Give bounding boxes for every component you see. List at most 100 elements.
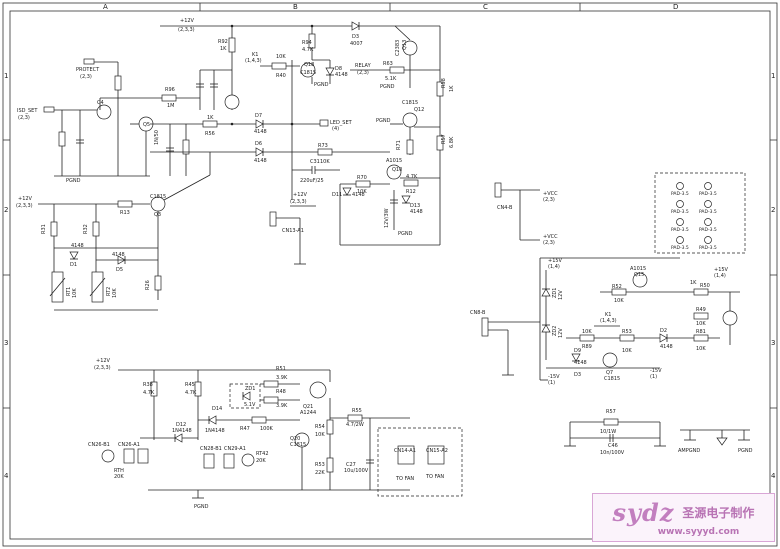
label-q10b: Q10: [392, 167, 402, 173]
value-q20: C1815: [290, 442, 306, 448]
ground-network: R57 10/1W C46 10n/100V AMPGND PGND: [564, 409, 753, 456]
label-rt42: RT42: [256, 451, 269, 457]
pad-label-5: PAD-3.5: [671, 227, 689, 233]
label-zd1: ZD1: [245, 386, 255, 392]
label-r38: R38: [143, 382, 153, 388]
value-r49: 10K: [696, 321, 706, 327]
label-d14: D14: [212, 406, 222, 412]
net-vcc2-ref: (2,3): [543, 240, 555, 246]
value-c46: 10n/100V: [600, 450, 625, 456]
port-isd-set: [43, 106, 55, 113]
label-d9: D9: [574, 348, 581, 354]
net-12v-left: +12V: [18, 196, 33, 202]
resistor-r32: [92, 221, 100, 237]
diode-d11: [342, 187, 352, 196]
label-d7: D7: [255, 113, 262, 119]
label-r89: R89: [582, 344, 592, 350]
value-c14: 1N/50: [154, 130, 160, 145]
net-cn15: CN15-A2: [426, 448, 448, 454]
zener-zd1: [541, 288, 551, 297]
connector-cn29: [223, 453, 235, 469]
label-r54: R54: [315, 424, 325, 430]
resistor-r89: [579, 334, 595, 342]
grid-row-2: 2: [4, 206, 8, 214]
label-r40: R40: [276, 73, 286, 79]
grid-row-3-right: 3: [771, 339, 775, 347]
grid-row-3: 3: [4, 339, 8, 347]
thermistor-rth: [101, 449, 115, 463]
net-vcc2: +VCC: [543, 234, 558, 240]
diode-d13: [401, 195, 411, 204]
resistor-r12: [403, 179, 419, 187]
net-pgnd-bottom: PGND: [194, 504, 209, 510]
grid-col-b: B: [293, 3, 298, 11]
net-vcc-ref: (2,3): [543, 197, 555, 203]
connector-cn15: [427, 445, 445, 465]
value-r50: 1K: [690, 280, 697, 286]
resistor-r71: [406, 139, 414, 155]
label-r45: R45: [185, 382, 195, 388]
net-pgnd-a: PGND: [380, 84, 395, 90]
label-q13b: Q13: [402, 40, 408, 50]
watermark-name: 圣源电子制作: [682, 506, 755, 520]
label-r32: R32: [83, 224, 89, 234]
pad-8: [704, 236, 712, 244]
value-rt42: 20K: [256, 458, 266, 464]
resistor-r73: [317, 148, 333, 156]
label-r70: R70: [357, 175, 367, 181]
value-d1: 4148: [71, 243, 84, 249]
net-minus15v: -15V: [548, 374, 560, 380]
value-r53b: 10K: [622, 348, 632, 354]
resistor-r94: [308, 33, 316, 49]
resistor-r70: [355, 180, 371, 188]
value-q7: C1815: [604, 376, 620, 382]
value-r48: 3.9K: [276, 403, 288, 409]
diode-d1: [69, 251, 79, 260]
net-pgnd-d: PGND: [376, 118, 391, 124]
label-r96: R96: [165, 87, 175, 93]
connector-cn8: [481, 317, 489, 337]
resistor-r56: [202, 120, 218, 128]
value-r47: 100K: [260, 426, 274, 432]
resistor-r54: [326, 419, 334, 435]
pad-7: [676, 236, 684, 244]
value-r70: 10K: [357, 189, 367, 195]
resistor-r51: [263, 380, 279, 388]
value-r38: 4.7K: [143, 390, 155, 396]
label-r53: R53: [315, 462, 325, 468]
pad-1: [676, 182, 684, 190]
label-d12: D12: [176, 422, 186, 428]
label-r55: R55: [352, 408, 362, 414]
net-pgnd-c: PGND: [66, 178, 81, 184]
value-r53: 22K: [315, 470, 325, 476]
value-r55: 4.7/2W: [346, 422, 364, 428]
label-r53b: R53: [622, 329, 632, 335]
label-d6: D6: [255, 141, 262, 147]
resistor-r38: [150, 381, 158, 397]
transistor-q12: [402, 112, 418, 128]
net-15v-ref: (1,4): [548, 264, 560, 270]
pad-label-3: PAD-3.5: [671, 209, 689, 215]
net-15v-b: +15V: [714, 267, 729, 273]
resistor-r40: [271, 62, 287, 70]
net-relay: RELAY: [355, 63, 372, 69]
resistor-r57b: [603, 418, 619, 426]
value-d13: 4148: [410, 209, 423, 215]
zener-zd2: [541, 324, 551, 333]
transistor-q11: [224, 94, 240, 110]
pad-6: [704, 218, 712, 226]
label-d8: D8: [335, 66, 342, 72]
diode-d14: [208, 415, 217, 425]
label-zd2: ZD2: [552, 326, 558, 336]
net-cn4: CN4-B: [497, 205, 513, 211]
fan-control: +12V (2,3,3) R38 4.7K R45 4.7K D12 1N414…: [88, 358, 463, 510]
fan-connector-box: [377, 427, 463, 497]
net-12v-bot: +12V: [96, 358, 111, 364]
label-r56: R56: [205, 131, 215, 137]
value-r89: 10K: [582, 329, 592, 335]
label-q18: Q18: [304, 62, 314, 68]
net-15v-b-ref: (1,4): [714, 273, 726, 279]
net-protect-ref: (2,3): [80, 74, 92, 80]
